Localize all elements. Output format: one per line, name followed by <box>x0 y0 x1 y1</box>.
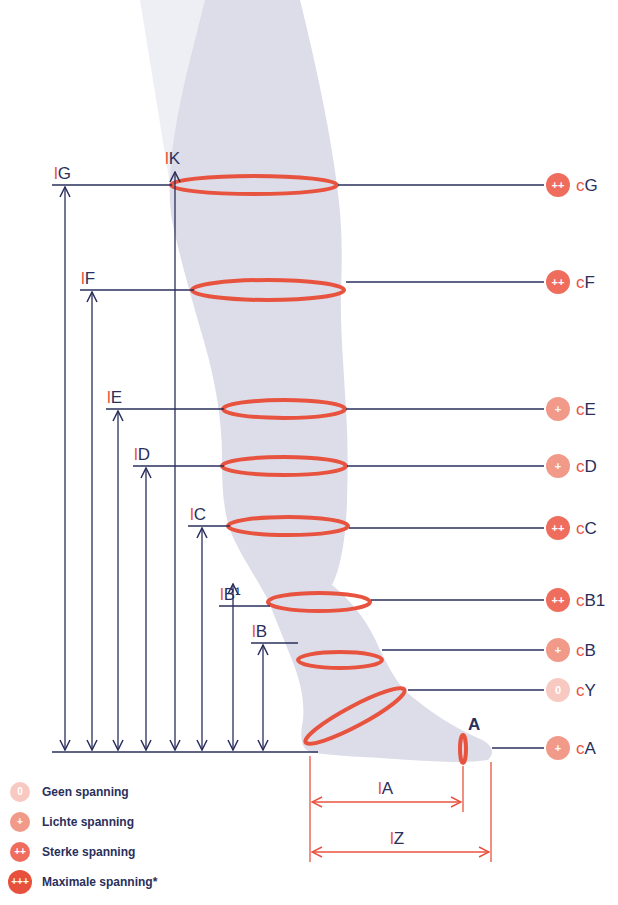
circumference-label: cB <box>576 642 596 659</box>
measure-rings <box>171 176 466 763</box>
leg-silhouette <box>170 0 492 762</box>
legend-swatch: +++ <box>8 870 32 894</box>
tension-symbol: + <box>555 404 561 415</box>
tension-symbol: ++ <box>552 595 565 606</box>
length-label: lB¹ <box>220 586 241 603</box>
tension-circle: ++cF <box>546 270 570 294</box>
legend-swatch: + <box>10 812 30 832</box>
tension-symbol: ++ <box>552 180 565 191</box>
point-label: A <box>468 716 480 733</box>
leader-lines <box>338 185 544 748</box>
legend-symbol: + <box>17 817 23 827</box>
circumference-label: cY <box>576 682 596 699</box>
tension-circle: +cE <box>546 397 570 421</box>
length-label: lG <box>54 165 71 182</box>
legend-swatch: 0 <box>10 782 30 802</box>
legend-symbol: 0 <box>17 787 23 797</box>
circumference-label: cD <box>576 458 597 475</box>
circumference-label: cG <box>576 177 598 194</box>
tension-circle: ++cC <box>546 516 570 540</box>
tension-circle: ++cG <box>546 173 570 197</box>
circumference-label: cC <box>576 520 597 537</box>
legend-text: Maximale spanning* <box>42 876 157 888</box>
circumference-label: cB1 <box>576 592 605 609</box>
tension-symbol: ++ <box>552 277 565 288</box>
foot-length-label: lA <box>378 780 393 797</box>
legend-text: Lichte spanning <box>42 816 134 828</box>
legend-text: Sterke spanning <box>42 846 135 858</box>
legend-symbol: +++ <box>11 877 29 887</box>
tension-symbol: 0 <box>555 685 561 696</box>
tension-circle: 0cY <box>546 678 570 702</box>
tension-symbol: ++ <box>552 523 565 534</box>
tension-symbol: + <box>555 743 561 754</box>
tension-symbol: + <box>555 645 561 656</box>
legend-swatch: ++ <box>10 842 30 862</box>
tension-circle: +cB <box>546 638 570 662</box>
tension-circle: +cA <box>546 736 570 760</box>
foot-length-label: lZ <box>390 830 404 847</box>
length-label: lD <box>134 446 150 463</box>
length-dimensions <box>52 172 318 752</box>
length-label: lK <box>165 150 180 167</box>
tension-circle: ++cB1 <box>546 588 570 612</box>
tension-circle: +cD <box>546 454 570 478</box>
tension-symbol: + <box>555 461 561 472</box>
length-label: lF <box>81 270 95 287</box>
length-label: lB <box>252 623 267 640</box>
circumference-label: cA <box>576 740 596 757</box>
length-label: lE <box>107 389 122 406</box>
circumference-label: cE <box>576 401 596 418</box>
legend-symbol: ++ <box>14 847 26 857</box>
circumference-label: cF <box>576 274 595 291</box>
foot-dimensions <box>310 756 491 862</box>
length-label: lC <box>190 506 206 523</box>
legend-text: Geen spanning <box>42 786 129 798</box>
